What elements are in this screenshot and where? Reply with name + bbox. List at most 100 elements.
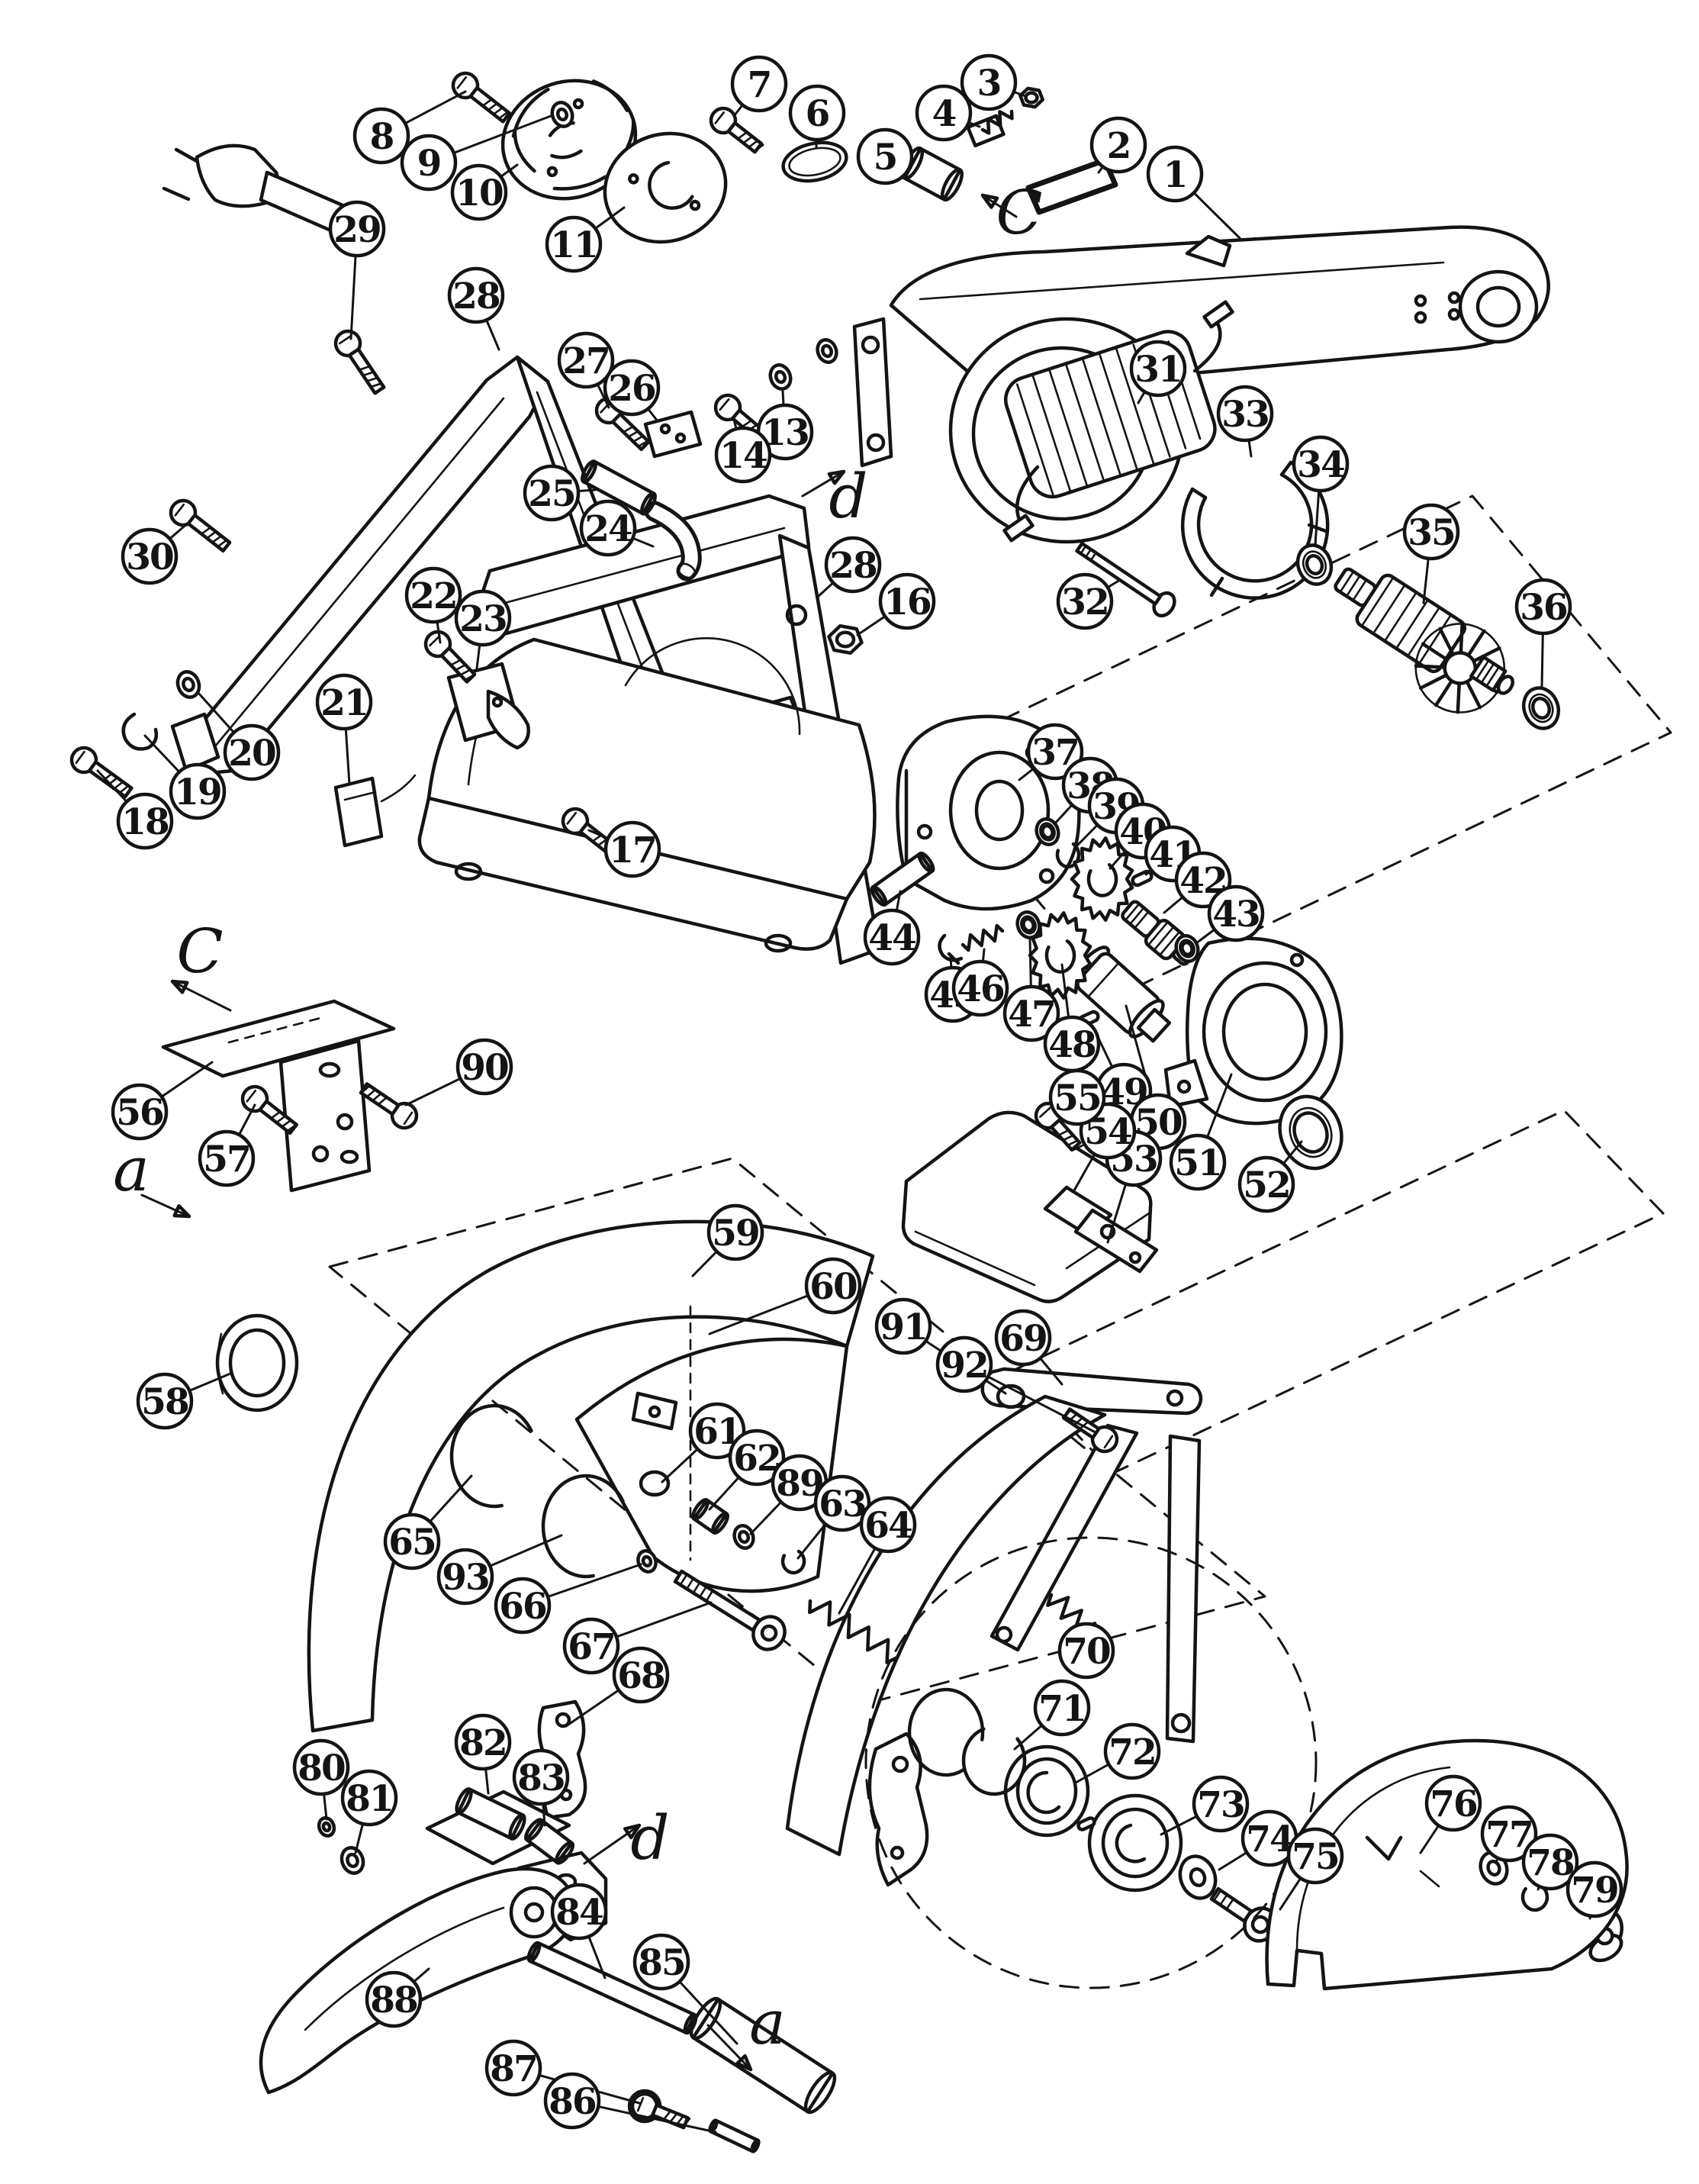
ridges	[1124, 903, 1150, 929]
screw-slot	[75, 750, 85, 765]
baffle-cutout	[648, 160, 694, 210]
callout-44-number: 44	[868, 917, 915, 959]
callout-2-balloon	[1089, 116, 1147, 174]
threads	[1212, 1889, 1234, 1911]
field-laminations	[1015, 340, 1202, 496]
washer-inner	[1486, 1859, 1501, 1877]
cap-nut-base	[641, 1488, 668, 1495]
bar-line	[214, 397, 505, 748]
step	[1086, 962, 1120, 998]
callout-66-number: 66	[499, 1586, 546, 1628]
callout-8-number: 8	[370, 116, 394, 158]
callout-91-balloon	[874, 1297, 932, 1355]
callout-36-number: 36	[1520, 587, 1567, 629]
spindle-nose	[1136, 1007, 1172, 1043]
opening	[1202, 961, 1328, 1103]
washer-inner	[321, 1821, 332, 1833]
bearing-race	[1289, 1106, 1333, 1158]
washer-inner	[820, 343, 834, 359]
screw-slot	[714, 111, 726, 124]
section-arrow	[981, 194, 1018, 218]
callout-58-balloon	[136, 1372, 194, 1430]
blade-guard	[307, 1219, 875, 1733]
hole	[861, 335, 880, 355]
callout-74-number: 74	[1246, 1818, 1293, 1860]
washer	[339, 1846, 365, 1875]
plate	[643, 410, 703, 459]
callout-71-balloon	[1033, 1679, 1091, 1737]
section-arrow	[583, 1824, 641, 1865]
callout-70-balloon	[1057, 1622, 1115, 1680]
bearing	[1521, 686, 1561, 730]
hole	[555, 1712, 571, 1728]
section-letter-C: C	[996, 177, 1042, 248]
clamp-plate	[643, 410, 703, 459]
callout-73-number: 73	[1197, 1784, 1244, 1826]
section-letter-d: d	[630, 1802, 669, 1873]
screw-slot	[719, 398, 730, 411]
callout-25-number: 25	[528, 473, 574, 515]
cylinder-body	[581, 459, 656, 516]
cylinder-end	[455, 1787, 473, 1815]
callout-17-number: 17	[609, 829, 655, 871]
cylinder-end	[691, 1497, 710, 1522]
callout-6-number: 6	[806, 93, 829, 135]
bearing-inner	[1292, 1111, 1329, 1154]
cylinder-end	[526, 1941, 542, 1963]
cylinder-pin	[455, 1787, 526, 1841]
gear-bore	[1086, 863, 1118, 897]
hole	[866, 433, 886, 453]
callout-58-number: 58	[141, 1381, 188, 1423]
screw-slot	[246, 1089, 257, 1103]
callout-26-number: 26	[608, 368, 655, 410]
screw-threads	[591, 833, 619, 855]
callout-56-number: 56	[116, 1092, 163, 1134]
cylinder-body	[692, 1498, 729, 1535]
bearing-inner	[1531, 697, 1551, 720]
cylinder-body	[870, 852, 935, 907]
screw-slot	[1103, 1435, 1114, 1449]
gear-bore	[1044, 939, 1076, 974]
check-mark	[1365, 1835, 1403, 1861]
callout-29-number: 29	[333, 209, 380, 251]
screw-shaft	[610, 412, 651, 452]
callout-72-number: 72	[1109, 1731, 1155, 1773]
callout-35-number: 35	[1408, 512, 1454, 554]
callout-20-balloon	[223, 723, 281, 781]
callout-84-balloon	[550, 1883, 608, 1941]
o-ring-outer	[781, 140, 848, 183]
motor-arm-housing	[889, 225, 1550, 544]
callout-82-number: 82	[459, 1722, 506, 1764]
opening-inner	[1221, 982, 1308, 1081]
snap-ring	[907, 1687, 985, 1777]
washer-inner	[737, 1529, 751, 1545]
housing-body	[426, 637, 877, 901]
snap-ring	[780, 1549, 806, 1575]
callout-19-number: 19	[174, 771, 220, 813]
screw-slot	[174, 503, 185, 517]
hole	[336, 1113, 354, 1131]
wire	[380, 774, 417, 803]
bolt-shaft	[673, 1569, 761, 1632]
link-claw	[867, 1731, 929, 1887]
bearing-race	[1020, 915, 1037, 935]
coil-spring	[808, 1599, 899, 1665]
callout-83-balloon	[512, 1748, 570, 1806]
bearing-race	[1039, 822, 1056, 842]
callout-6-balloon	[788, 84, 846, 142]
commutator-bars	[1339, 570, 1368, 602]
washer-outer	[317, 1816, 336, 1838]
cap-nut-base	[998, 1400, 1024, 1407]
bearing-inner	[1305, 554, 1324, 575]
baffle-disc	[603, 131, 728, 244]
guard-band	[307, 1219, 875, 1733]
callout-3-number: 3	[977, 63, 1001, 105]
callout-44-balloon	[863, 908, 921, 966]
screw-threads	[449, 659, 476, 681]
ring-inner	[228, 1328, 286, 1398]
armature	[1334, 567, 1514, 714]
callout-19-balloon	[169, 762, 227, 820]
screw-slot	[338, 334, 352, 345]
callout-64-number: 64	[864, 1505, 912, 1547]
hole	[1414, 311, 1427, 324]
